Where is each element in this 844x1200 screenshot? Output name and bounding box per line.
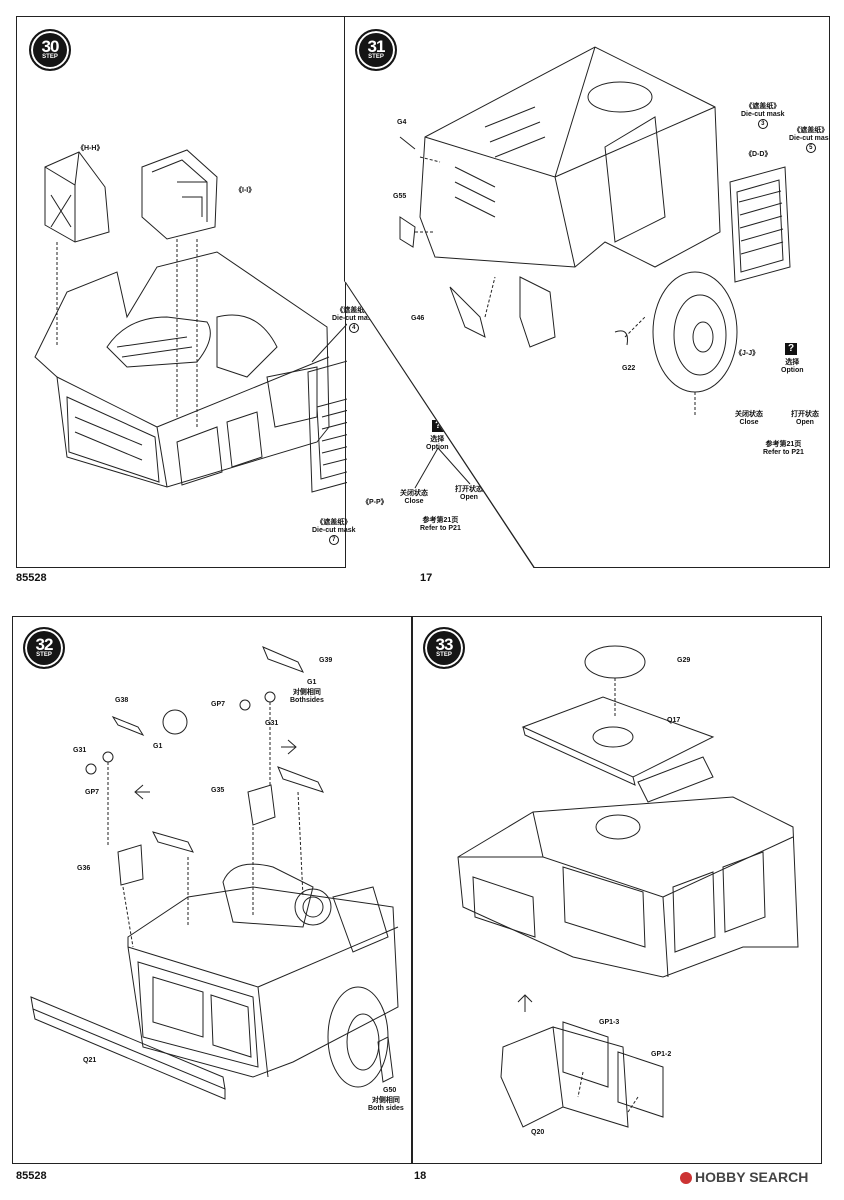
step-32-badge: 32 STEP: [23, 627, 65, 669]
part-label-g38: G38: [115, 697, 129, 704]
step-31-drawing: [345, 46, 791, 568]
mask-number: 3: [757, 119, 768, 129]
part-label-q20: Q20: [531, 1129, 545, 1136]
step-32-drawing: [30, 646, 399, 1100]
part-label-gp7-b: GP7: [85, 789, 100, 796]
step-number: 32: [35, 635, 54, 654]
part-label-pp: 《P-P》: [362, 499, 388, 506]
part-label-q17: Q17: [667, 717, 681, 724]
part-label-gp1-2: GP1-2: [651, 1051, 672, 1058]
option-label-31: 选择 Option: [781, 359, 804, 374]
bothsides-label-b: 对侧相同 Both sides: [368, 1097, 404, 1112]
refer-label-31: 参考第21页 Refer to P21: [763, 441, 804, 456]
part-label-jj: 《J-J》: [735, 350, 760, 357]
page-number: 17: [420, 572, 433, 584]
bothsides-label-a: 对侧相同 Bothsides: [290, 689, 324, 704]
page-17: 30 STEP: [16, 16, 830, 584]
catalog-number: 85528: [16, 1170, 47, 1182]
part-label-g31-b: G31: [73, 747, 87, 754]
part-label-g36: G36: [77, 865, 91, 872]
part-label-g46: G46: [411, 315, 425, 322]
part-label-g55: G55: [393, 193, 407, 200]
step-30-drawing: [34, 149, 347, 493]
step-30-badge: 30 STEP: [29, 29, 71, 71]
open-label-30: 打开状态 Open: [455, 486, 483, 501]
part-label-gp7-a: GP7: [211, 701, 226, 708]
close-label-31: 关闭状态 Close: [735, 411, 763, 426]
part-label-g39: G39: [319, 657, 333, 664]
step-number: 33: [435, 635, 454, 654]
part-label-hh: 《H-H》: [77, 145, 104, 152]
part-label-dd: 《D-D》: [745, 151, 772, 158]
part-label-g29: G29: [677, 657, 691, 664]
close-label-30: 关闭状态 Close: [400, 490, 428, 505]
mask-label-a: 《遮盖纸》 Die-cut mask 3: [741, 103, 785, 129]
mask-number: 7: [328, 535, 339, 545]
part-label-q21: Q21: [83, 1057, 97, 1064]
watermark: HOBBY SEARCH: [680, 1169, 808, 1185]
catalog-number: 85528: [16, 572, 47, 584]
step-33-badge: 33 STEP: [423, 627, 465, 669]
step-32-panel: 32 STEP: [12, 616, 412, 1164]
step-word: STEP: [368, 54, 384, 60]
step-33-drawing: [457, 645, 799, 1128]
step-number: 30: [41, 37, 60, 56]
mask-number: 4: [348, 323, 359, 333]
part-label-g50: G50: [383, 1087, 397, 1094]
step-33-panel: 33 STEP: [412, 616, 822, 1164]
mask-label-b: 《遮盖纸》 Die-cut mask 5: [789, 127, 833, 153]
step-30-panel: 30 STEP: [16, 16, 388, 568]
step-31-badge: 31 STEP: [355, 29, 397, 71]
step-number: 31: [367, 37, 386, 56]
mask-label-bottom: 《遮盖纸》 Die-cut mask 7: [312, 519, 356, 545]
part-label-g1-b: G1: [153, 743, 163, 750]
part-label-g31-a: G31: [265, 720, 279, 727]
part-label-gp1-3: GP1-3: [599, 1019, 620, 1026]
hobby-search-logo-icon: [680, 1172, 692, 1185]
page-number: 18: [414, 1170, 427, 1182]
step-word: STEP: [42, 54, 58, 60]
refer-label-30: 参考第21页 Refer to P21: [420, 517, 461, 532]
part-label-g35: G35: [211, 787, 225, 794]
part-label-g1-a: G1: [307, 679, 317, 686]
part-label-ii: 《I-I》: [235, 187, 256, 194]
mask-number: 5: [805, 143, 816, 153]
step-word: STEP: [36, 652, 52, 658]
mask-label-top: 《遮盖纸》 Die-cut mask 4: [332, 307, 376, 333]
option-icon: ?: [785, 343, 797, 355]
step-31-panel: 31 STEP: [344, 16, 830, 568]
step-word: STEP: [436, 652, 452, 658]
part-label-g22: G22: [622, 365, 636, 372]
page-18: 32 STEP: [0, 600, 844, 1200]
option-label-30: 选择 Option: [426, 436, 449, 451]
open-label-31: 打开状态 Open: [791, 411, 819, 426]
part-label-g4: G4: [397, 119, 407, 126]
